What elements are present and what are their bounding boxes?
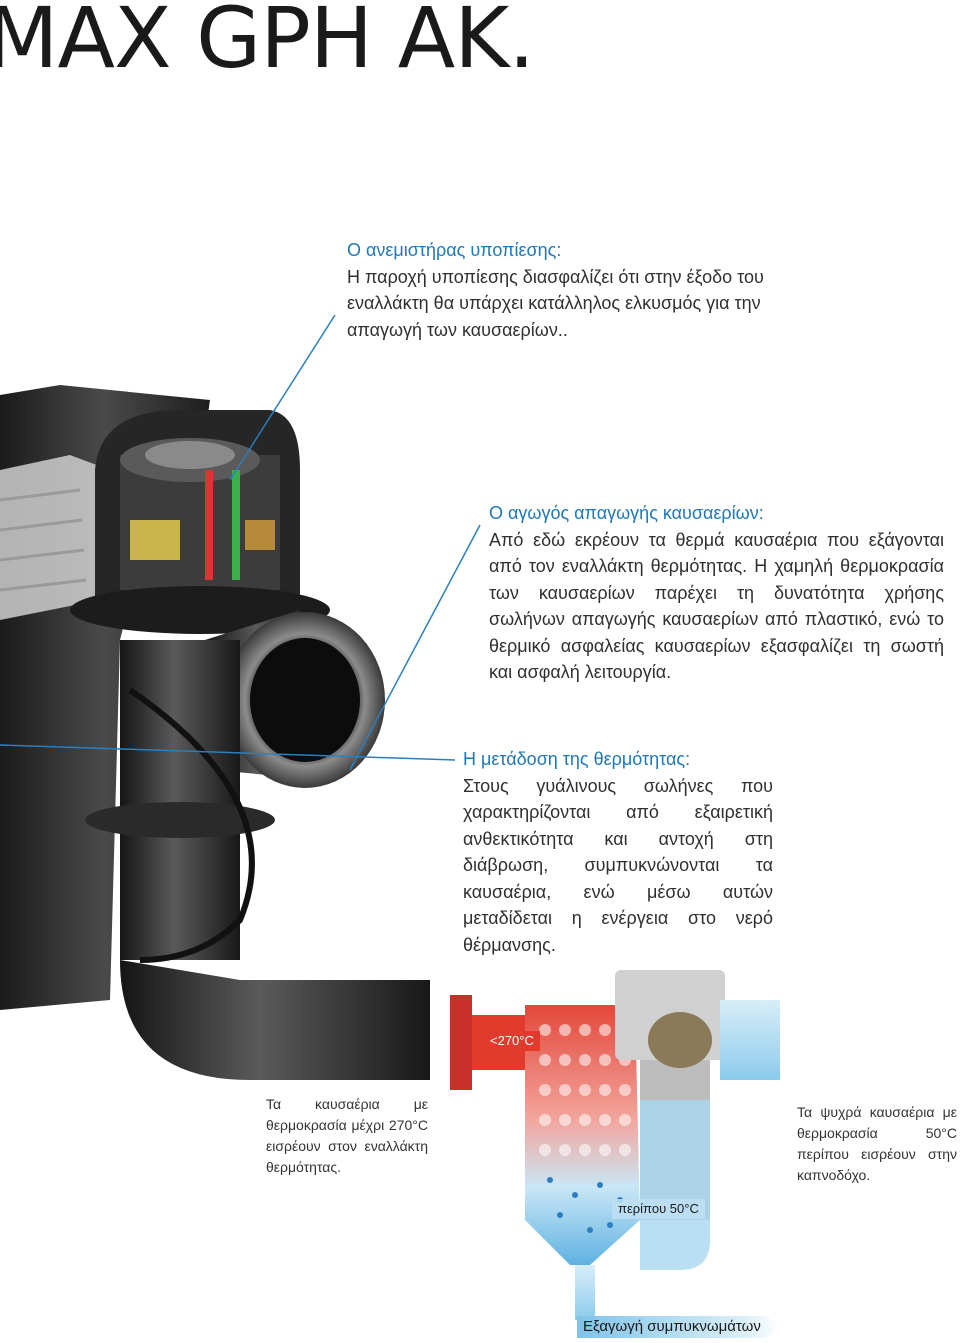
duct-callout-body: Από εδώ εκρέουν τα θερμά καυσαέρια που ε…	[489, 529, 944, 683]
cold-temperature-label: περίπου 50°C	[612, 1199, 705, 1219]
boiler-housing-graphic	[0, 385, 210, 1010]
fan-callout-body: Η παροχή υποπίεσης διασφαλίζει ότι στην …	[347, 266, 764, 340]
duct-callout-heading: Ο αγωγός απαγωγής καυσαερίων:	[489, 503, 764, 523]
cold-outlet-caption: Τα ψυχρά καυσαέρια με θερμοκρασία 50°C π…	[797, 1104, 957, 1183]
heat-transfer-callout-body: Στους γυάλινους σωλήνες που χαρακτηρίζον…	[463, 775, 773, 955]
page-title: MAX GPH AK.	[0, 0, 535, 87]
hot-temperature-label: <270°C	[484, 1031, 540, 1051]
leader-lines	[0, 314, 481, 771]
heat-transfer-callout-heading: Η μετάδοση της θερμότητας:	[463, 749, 691, 769]
condensate-drain-label: Εξαγωγή συμπυκνωμάτων	[577, 1316, 782, 1338]
heat-transfer-callout: Η μετάδοση της θερμότητας: Στους γυάλινο…	[463, 746, 773, 958]
hot-inlet-caption: Τα καυσαέρια με θερμοκρασία μέχρι 270°C …	[266, 1096, 428, 1175]
exhaust-pipe-graphic	[85, 640, 430, 1080]
duct-callout: Ο αγωγός απαγωγής καυσαερίων: Από εδώ εκ…	[489, 500, 944, 686]
fan-callout-heading: Ο ανεμιστήρας υποπίεσης:	[347, 240, 562, 260]
fan-callout: Ο ανεμιστήρας υποπίεσης: Η παροχή υποπίε…	[347, 237, 817, 343]
heat-exchanger-diagram	[450, 970, 780, 1320]
fan-housing-graphic	[70, 410, 330, 634]
